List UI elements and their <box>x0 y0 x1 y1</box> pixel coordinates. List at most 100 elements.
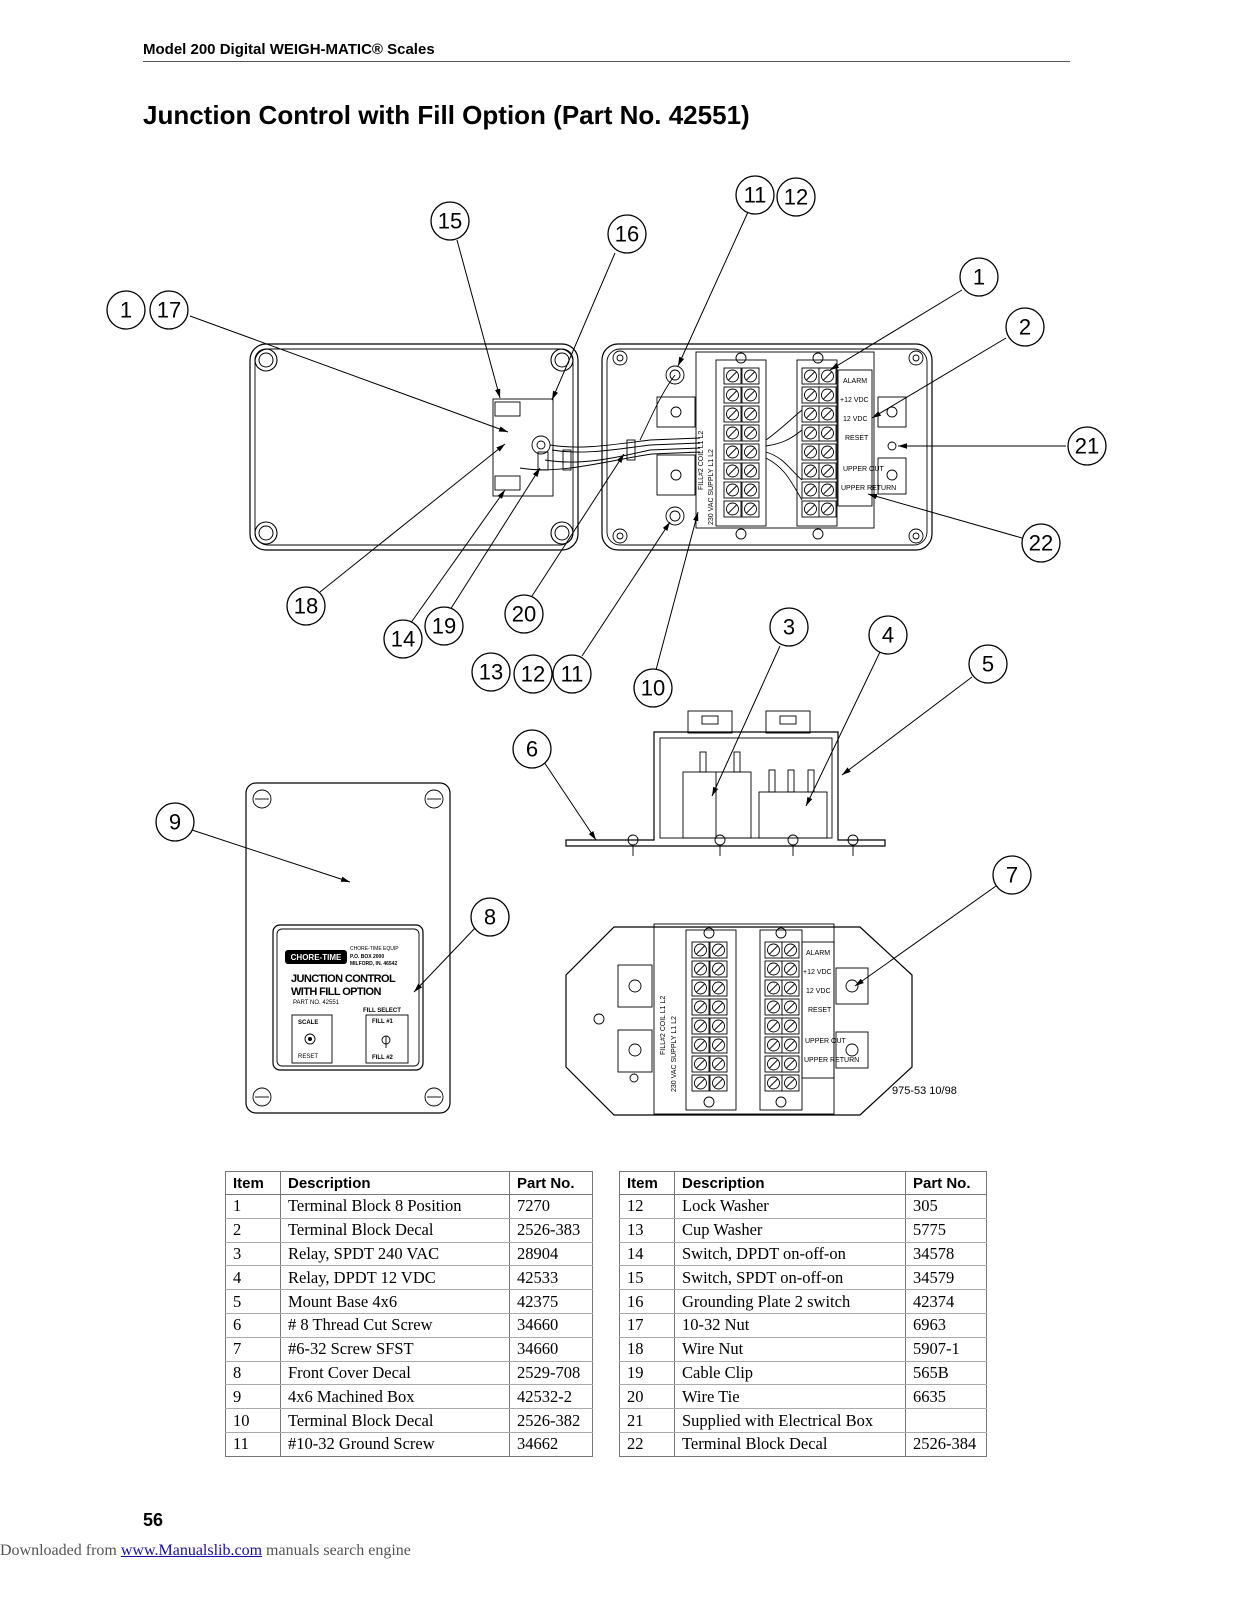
svg-text:3: 3 <box>783 615 795 640</box>
callout-2: 2 <box>1005 307 1045 347</box>
column-header-description: Description <box>674 1171 906 1195</box>
svg-text:1: 1 <box>973 265 985 290</box>
cell-item: 16 <box>619 1289 675 1314</box>
cell-part: 34578 <box>905 1242 987 1267</box>
table-header-row: Item Description Part No. <box>225 1171 593 1195</box>
terminal-label-plus12vdc: +12 VDC <box>840 397 869 404</box>
callout-11-top: 11 <box>735 175 775 215</box>
cell-part: 34660 <box>509 1313 593 1338</box>
panel-label-upper-out: UPPER OUT <box>805 1038 847 1045</box>
cell-part <box>905 1408 987 1433</box>
cell-description: Terminal Block Decal <box>280 1218 510 1243</box>
svg-text:1: 1 <box>120 298 132 323</box>
cell-part: 5907-1 <box>905 1337 987 1362</box>
relay-mount-base <box>565 710 886 856</box>
cell-part: 565B <box>905 1361 987 1386</box>
panel-label-fill-coil: FILL#2 COIL L1 L2 <box>660 996 667 1055</box>
column-header-description: Description <box>280 1171 510 1195</box>
svg-text:2: 2 <box>1019 315 1031 340</box>
cell-item: 18 <box>619 1337 675 1362</box>
svg-text:9: 9 <box>169 810 181 835</box>
page-title: Junction Control with Fill Option (Part … <box>143 100 750 130</box>
cell-item: 11 <box>225 1432 281 1457</box>
panel-label-alarm: ALARM <box>806 950 830 957</box>
svg-text:16: 16 <box>615 222 639 247</box>
drawing-number: 975-53 10/98 <box>892 1085 957 1097</box>
cell-part: 6635 <box>905 1384 987 1410</box>
cell-description: Grounding Plate 2 switch <box>674 1289 906 1314</box>
cell-description: 10-32 Nut <box>674 1313 906 1338</box>
svg-text:22: 22 <box>1029 531 1053 556</box>
terminal-label-12vdc: 12 VDC <box>843 416 868 423</box>
svg-text:21: 21 <box>1075 434 1099 459</box>
cell-description: Supplied with Electrical Box <box>674 1408 906 1433</box>
cell-part: 42375 <box>509 1289 593 1314</box>
front-cover: CHORE-TIME CHORE-TIME EQUIP P.O. BOX 200… <box>245 782 451 1114</box>
junction-box-base: ALARM +12 VDC 12 VDC RESET UPPER OUT UPP… <box>601 343 933 551</box>
decal-part: PART NO. 42551 <box>293 1000 340 1006</box>
cell-description: Relay, DPDT 12 VDC <box>280 1265 510 1291</box>
terminal-label-reset: RESET <box>845 435 869 442</box>
callout-1-cover: 1 <box>106 290 146 330</box>
callout-13: 13 <box>471 652 511 692</box>
svg-text:10: 10 <box>641 676 665 701</box>
cell-part: 28904 <box>509 1242 593 1267</box>
cell-item: 14 <box>619 1242 675 1267</box>
manualslib-link[interactable]: www.Manualslib.com <box>120 1542 263 1559</box>
cell-part: 2529-708 <box>509 1361 593 1386</box>
cell-description: Lock Washer <box>674 1194 906 1219</box>
callout-9: 9 <box>155 802 195 842</box>
column-header-part-no: Part No. <box>905 1171 987 1195</box>
decal-po-box: P.O. BOX 2000 <box>350 954 384 960</box>
cell-item: 13 <box>619 1218 675 1243</box>
cell-item: 3 <box>225 1242 281 1267</box>
cell-description: Cable Clip <box>674 1361 906 1386</box>
callout-22: 22 <box>1021 523 1061 563</box>
svg-text:8: 8 <box>484 905 496 930</box>
decal-scale: SCALE <box>298 1020 318 1026</box>
table-header-row: Item Description Part No. <box>619 1171 987 1195</box>
terminal-label-alarm: ALARM <box>843 378 867 385</box>
svg-text:20: 20 <box>512 602 536 627</box>
cell-part: 42374 <box>905 1289 987 1314</box>
footer-prefix: Downloaded from <box>0 1542 121 1559</box>
footer-suffix: manuals search engine <box>262 1542 411 1559</box>
callout-10: 10 <box>633 668 673 708</box>
callout-12-top: 12 <box>776 177 816 217</box>
cell-description: Terminal Block Decal <box>674 1432 906 1457</box>
column-header-item: Item <box>225 1171 281 1195</box>
callout-11-bottom: 11 <box>552 654 592 694</box>
cell-item: 21 <box>619 1408 675 1433</box>
decal-fill-select: FILL SELECT <box>363 1008 401 1014</box>
cell-part: 34660 <box>509 1337 593 1362</box>
callout-7: 7 <box>992 855 1032 895</box>
svg-text:6: 6 <box>526 737 538 762</box>
decal-city: MILFORD, IN. 46542 <box>350 961 397 967</box>
panel-label-supply: 230 VAC SUPPLY L1 L2 <box>671 1016 678 1092</box>
decal-brand-logo: CHORE-TIME <box>291 953 342 962</box>
svg-text:4: 4 <box>882 623 894 648</box>
cell-part: 2526-382 <box>509 1408 593 1433</box>
junction-box-cover <box>249 343 701 551</box>
terminal-label-upper-out: UPPER OUT <box>843 466 885 473</box>
cell-description: Cup Washer <box>674 1218 906 1243</box>
decal-reset: RESET <box>298 1054 318 1060</box>
cell-description: #10-32 Ground Screw <box>280 1432 510 1457</box>
callout-21: 21 <box>1067 426 1107 466</box>
svg-text:11: 11 <box>744 183 767 208</box>
cell-part: 7270 <box>509 1194 593 1219</box>
download-footer: Downloaded from www.Manualslib.com manua… <box>0 1542 411 1560</box>
